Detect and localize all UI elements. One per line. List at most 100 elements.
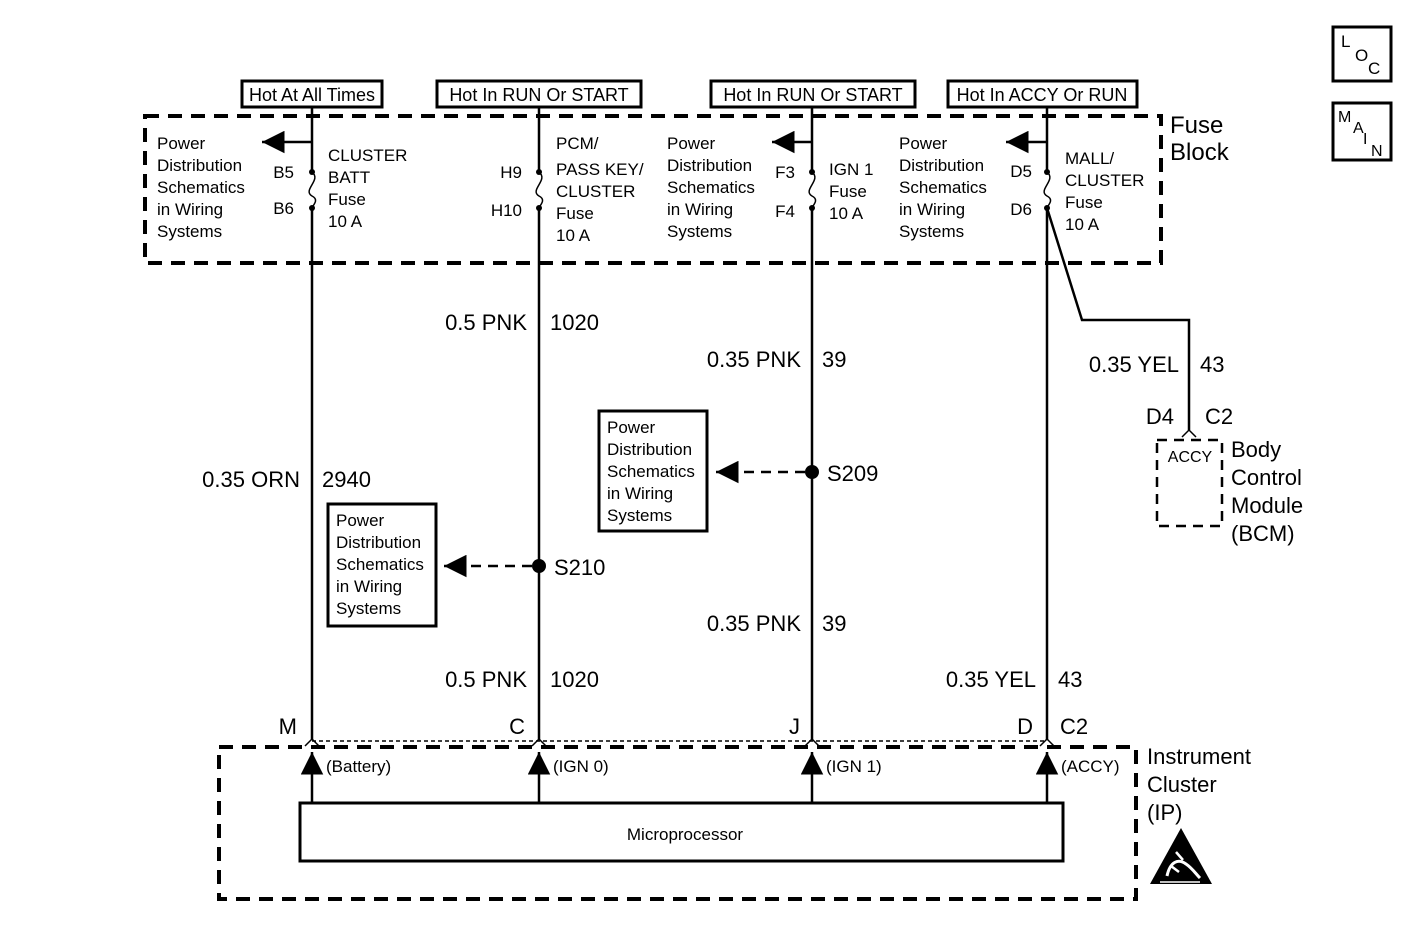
svg-text:Power: Power — [899, 134, 948, 153]
svg-text:PASS KEY/: PASS KEY/ — [556, 160, 644, 179]
svg-text:Distribution: Distribution — [667, 156, 752, 175]
pds-box-s210: Power Distribution Schematics in Wiring … — [326, 502, 438, 628]
svg-text:Schematics: Schematics — [157, 178, 245, 197]
svg-text:Schematics: Schematics — [667, 178, 755, 197]
svg-text:D6: D6 — [1010, 200, 1032, 219]
svg-text:in Wiring: in Wiring — [157, 200, 223, 219]
svg-text:O: O — [1355, 46, 1368, 65]
svg-text:1020: 1020 — [550, 667, 599, 692]
svg-text:Schematics: Schematics — [336, 555, 424, 574]
svg-text:(ACCY): (ACCY) — [1061, 757, 1120, 776]
pds-text-4: Power Distribution Schematics in Wiring … — [899, 134, 987, 241]
svg-text:Fuse: Fuse — [556, 204, 594, 223]
svg-text:Hot In ACCY Or RUN: Hot In ACCY Or RUN — [957, 85, 1128, 105]
svg-text:I: I — [1363, 131, 1367, 148]
hot-label-3: Hot In RUN Or START — [709, 79, 917, 109]
wire-labels: 0.5 PNK 1020 0.35 PNK 39 0.35 YEL 43 0.3… — [202, 310, 1224, 692]
wire-bcm-branch — [1045, 207, 1191, 430]
fuse-1-labels: B5 B6 CLUSTER BATT Fuse 10 A — [273, 146, 407, 231]
svg-text:Distribution: Distribution — [336, 533, 421, 552]
pds-text-1: Power Distribution Schematics in Wiring … — [157, 134, 245, 241]
svg-text:in Wiring: in Wiring — [899, 200, 965, 219]
svg-text:0.35 ORN: 0.35 ORN — [202, 467, 300, 492]
svg-text:(IGN 1): (IGN 1) — [826, 757, 882, 776]
svg-text:C2: C2 — [1205, 404, 1233, 429]
cluster-input-labels: (Battery) (IGN 0) (IGN 1) (ACCY) — [326, 757, 1120, 776]
svg-text:ACCY: ACCY — [1168, 449, 1213, 466]
svg-text:Distribution: Distribution — [899, 156, 984, 175]
fuse-symbol-1 — [308, 169, 317, 211]
svg-text:0.35 PNK: 0.35 PNK — [707, 347, 801, 372]
svg-text:0.35 PNK: 0.35 PNK — [707, 611, 801, 636]
fuse-2-labels: H9 H10 PCM/ PASS KEY/ CLUSTER Fuse 10 A — [491, 134, 644, 245]
svg-text:B5: B5 — [273, 163, 294, 182]
svg-text:(IGN 0): (IGN 0) — [553, 757, 609, 776]
svg-text:1020: 1020 — [550, 310, 599, 335]
svg-text:Systems: Systems — [667, 222, 732, 241]
svg-text:Schematics: Schematics — [899, 178, 987, 197]
svg-text:43: 43 — [1200, 352, 1224, 377]
svg-text:Module: Module — [1231, 493, 1303, 518]
svg-text:Fuse: Fuse — [829, 182, 867, 201]
svg-text:Body: Body — [1231, 437, 1281, 462]
svg-text:M: M — [279, 714, 297, 739]
svg-text:F4: F4 — [775, 202, 795, 221]
fuse-symbol-4 — [1043, 169, 1052, 211]
fuse-block-label: Fuse — [1170, 112, 1223, 139]
svg-text:0.5 PNK: 0.5 PNK — [445, 310, 527, 335]
cluster-name: Instrument Cluster (IP) — [1147, 744, 1251, 825]
svg-text:Power: Power — [336, 511, 385, 530]
fuse-block-label-2: Block — [1170, 139, 1230, 166]
svg-text:M: M — [1338, 109, 1351, 126]
svg-text:0.35 YEL: 0.35 YEL — [946, 667, 1036, 692]
pds-text-3: Power Distribution Schematics in Wiring … — [667, 134, 755, 241]
microprocessor-label: Microprocessor — [627, 825, 744, 844]
svg-text:Schematics: Schematics — [607, 462, 695, 481]
hot-label-2: Hot In RUN Or START — [435, 79, 643, 109]
esd-warning-icon — [1150, 828, 1212, 884]
svg-text:A: A — [1353, 120, 1364, 137]
splice-s210-label: S210 — [554, 555, 605, 580]
cluster-input-arrows — [300, 752, 1059, 803]
fuse-block-outline — [143, 114, 1163, 265]
svg-text:J: J — [789, 714, 800, 739]
svg-text:PCM/: PCM/ — [556, 134, 599, 153]
svg-text:Power: Power — [607, 418, 656, 437]
svg-text:B6: B6 — [273, 199, 294, 218]
svg-text:39: 39 — [822, 347, 846, 372]
svg-text:in Wiring: in Wiring — [607, 484, 673, 503]
svg-text:F3: F3 — [775, 163, 795, 182]
bcm-pin-symbol — [1181, 428, 1197, 438]
hot-label-4: Hot In ACCY Or RUN — [946, 79, 1139, 109]
svg-text:CLUSTER: CLUSTER — [556, 182, 635, 201]
svg-text:Hot At All Times: Hot At All Times — [249, 85, 375, 105]
svg-text:Fuse: Fuse — [1065, 193, 1103, 212]
svg-text:(IP): (IP) — [1147, 800, 1182, 825]
cluster-pin-labels: M C J D C2 — [279, 714, 1088, 739]
svg-text:(Battery): (Battery) — [326, 757, 391, 776]
cluster-outline — [217, 745, 1138, 901]
fuse-4-labels: D5 D6 MALL/ CLUSTER Fuse 10 A — [1010, 149, 1144, 234]
svg-text:Systems: Systems — [899, 222, 964, 241]
svg-text:in Wiring: in Wiring — [336, 577, 402, 596]
splice-s210 — [532, 559, 546, 573]
fuse-symbol-2 — [535, 169, 544, 211]
svg-text:10 A: 10 A — [829, 204, 864, 223]
main-button[interactable]: M A I N — [1331, 101, 1393, 162]
svg-text:0.5 PNK: 0.5 PNK — [445, 667, 527, 692]
svg-text:Power: Power — [157, 134, 206, 153]
svg-text:Systems: Systems — [157, 222, 222, 241]
svg-text:C2: C2 — [1060, 714, 1088, 739]
svg-text:10 A: 10 A — [328, 212, 363, 231]
microprocessor-box — [298, 801, 1065, 863]
splice-s209 — [805, 465, 819, 479]
svg-text:in Wiring: in Wiring — [667, 200, 733, 219]
svg-text:43: 43 — [1058, 667, 1082, 692]
svg-text:N: N — [1371, 143, 1383, 160]
loc-button[interactable]: L O C — [1331, 25, 1393, 83]
fuse-3-labels: F3 F4 IGN 1 Fuse 10 A — [775, 160, 873, 223]
svg-text:10 A: 10 A — [556, 226, 591, 245]
svg-text:C: C — [509, 714, 525, 739]
svg-text:H10: H10 — [491, 201, 522, 220]
